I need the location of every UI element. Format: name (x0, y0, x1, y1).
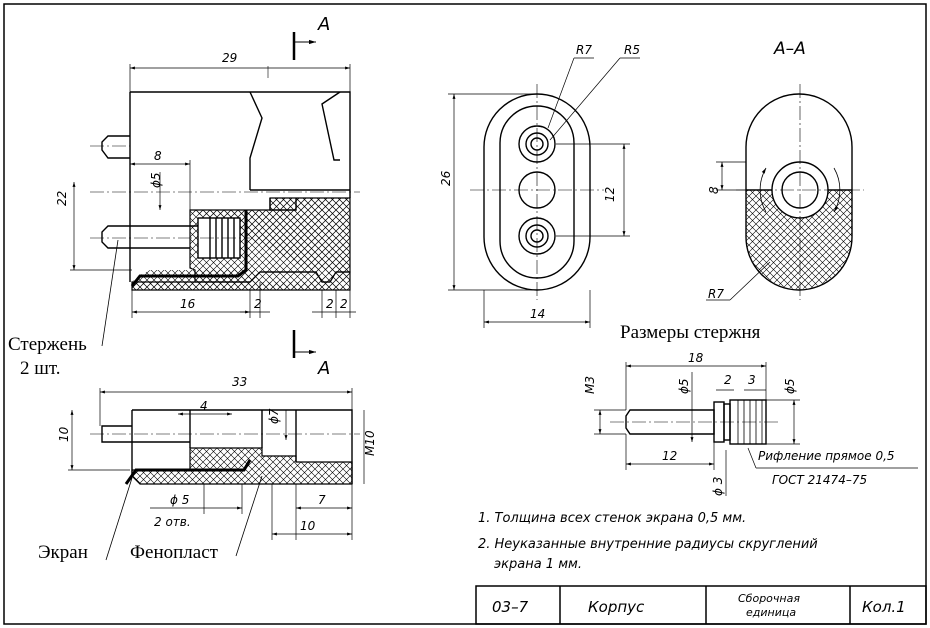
dim-side-height: 26 (439, 170, 453, 186)
dim-top-d7: ϕ7 (267, 408, 281, 424)
callout-phenoplast: Фенопласт (130, 542, 219, 563)
dim-front-2b: 2 (326, 297, 334, 311)
rod-detail (610, 399, 780, 445)
section-title: A–A (773, 39, 806, 59)
dim-rod-d5a: ϕ5 (677, 378, 691, 394)
dim-front-height: 22 (55, 191, 69, 206)
dim-rod-m3: M3 (583, 376, 597, 394)
dim-top-4: 4 (200, 399, 208, 413)
dim-sec-8: 8 (707, 186, 721, 194)
side-view (470, 84, 604, 300)
callout-screen: Экран (38, 542, 88, 563)
callout-rods: Стержень (8, 334, 87, 355)
dim-front-depth: 8 (154, 149, 162, 163)
gost-spec: ГОСТ 21474–75 (772, 473, 867, 487)
dim-front-16: 16 (180, 297, 196, 311)
title-block (475, 585, 927, 625)
title-type-line2: единица (746, 606, 796, 619)
section-marker-bottom: A (317, 358, 330, 379)
dim-front-2a: 2 (254, 297, 262, 311)
dim-rod-3: 3 (748, 373, 756, 387)
section-marker-top: A (317, 14, 330, 35)
title-name: Корпус (588, 598, 645, 616)
dim-side-14: 14 (530, 307, 545, 321)
dim-rod-d3: ϕ 3 (711, 477, 725, 496)
callout-rods-count: 2 шт. (20, 358, 61, 379)
note-1: 1. Толщина всех стенок экрана 0,5 мм. (478, 511, 746, 526)
title-qty: Кол.1 (862, 598, 906, 616)
top-view (90, 409, 360, 485)
dim-sec-r7: R7 (708, 287, 724, 301)
dim-top-holes: 2 отв. (154, 515, 191, 529)
title-code: 03–7 (492, 598, 529, 616)
dim-front-length: 29 (222, 51, 237, 65)
dim-top-7: 7 (318, 493, 326, 507)
dim-front-2c: 2 (340, 297, 348, 311)
dim-front-hole: ϕ5 (149, 172, 163, 188)
dim-rod-18: 18 (688, 351, 704, 365)
dim-top-d5: ϕ 5 (170, 493, 189, 507)
note-2-cont: экрана 1 мм. (494, 557, 582, 572)
dim-top-10: 10 (57, 426, 71, 442)
title-type-line1: Сборочная (738, 592, 800, 605)
dim-rod-d5b: ϕ5 (783, 378, 797, 394)
dim-r5: R5 (624, 43, 640, 57)
sheet-frame (3, 3, 927, 625)
rod-sizes-title: Размеры стержня (620, 322, 761, 343)
dim-top-33: 33 (232, 375, 247, 389)
dim-rod-12: 12 (662, 449, 677, 463)
dim-rod-2: 2 (724, 373, 732, 387)
knurl-spec: Рифление прямое 0,5 (758, 449, 895, 463)
front-view (90, 91, 360, 291)
dim-top-m10: M10 (363, 430, 377, 456)
dim-side-12: 12 (603, 187, 617, 202)
section-view (736, 84, 864, 300)
dim-r7: R7 (576, 43, 592, 57)
dim-top-10b: 10 (300, 519, 316, 533)
note-2: 2. Неуказанные внутренние радиусы скругл… (478, 537, 818, 552)
